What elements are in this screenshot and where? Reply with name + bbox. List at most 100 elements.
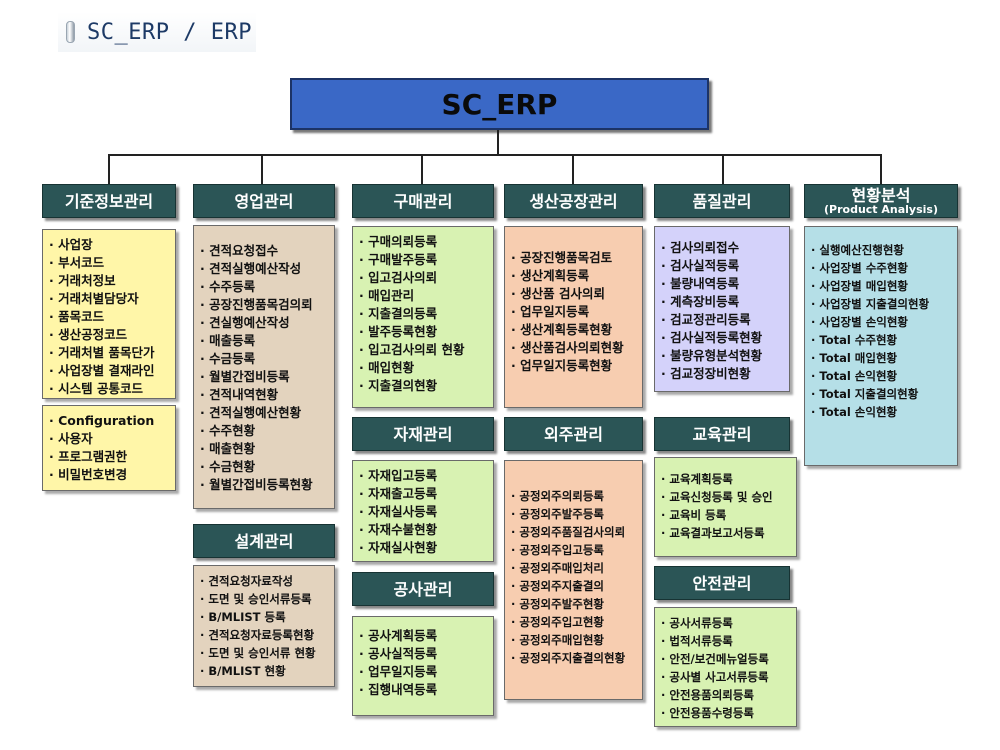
production-menu-item: · 업무일지등록 [511,304,590,319]
education-menu-item: · 교육비 등록 [661,508,727,522]
outsource-menu-item: · 공정외주입고현황 [511,615,605,629]
master-menu-item: · 거래처별 품목단가 [49,345,155,360]
outsource-menu-item: · 공정외주지출결의 [511,579,605,593]
outsource-menu-item: · 공정외주매입현황 [511,633,605,647]
header-material-label: 자재관리 [393,424,453,444]
quality-menu-item: · 불량내역등록 [661,276,740,291]
header-analysis-sublabel: (Product Analysis) [824,202,938,216]
safety-menu-item: · 공사별 사고서류등록 [661,670,769,684]
header-education: 교육관리 [654,417,790,451]
production-menu-item: · 공장진행품목검토 [511,250,613,265]
header-sales-label: 영업관리 [234,191,294,211]
system-menu-item: · Configuration [49,413,155,428]
header-education-label: 교육관리 [692,424,752,444]
header-production: 생산공장관리 [504,184,643,218]
list-outsource: · 공정외주의뢰등록· 공정외주발주등록· 공정외주품질검사의뢰· 공정외주입고… [504,460,643,700]
analysis-menu-item: · Total 손익현황 [811,369,898,383]
purchase-menu-item: · 구매의뢰등록 [359,234,438,249]
purchase-menu-item: · 입고검사의뢰 현황 [359,342,465,357]
master-menu-item: · 사업장 [49,237,93,252]
sales-menu-item: · 견적내역현황 [200,387,279,402]
logo-text: SC_ERP / ERP [87,19,252,45]
header-construction: 공사관리 [352,572,494,606]
quality-menu-item: · 계측장비등록 [661,294,740,309]
analysis-menu-item: · 사업장별 수주현황 [811,261,909,275]
quality-menu-item: · 검교정장비현황 [661,366,751,381]
header-safety-label: 안전관리 [692,573,752,593]
design-menu-item: · B/MLIST 현황 [200,664,286,678]
header-purchase-label: 구매관리 [393,191,453,211]
construction-menu-item: · 공사실적등록 [359,646,438,661]
header-production-label: 생산공장관리 [529,191,618,211]
education-menu-item: · 교육결과보고서등록 [661,526,765,540]
purchase-menu-item: · 입고검사의뢰 [359,270,438,285]
production-menu-item: · 생산품검사의뢰현황 [511,340,624,355]
list-education: · 교육계획등록· 교육신청등록 및 승인· 교육비 등록· 교육결과보고서등록 [654,457,797,557]
connector-drop-production [572,154,574,184]
master-menu-item: · 품목코드 [49,309,105,324]
list-quality: · 검사의뢰접수 · 검사실적등록 · 불량내역등록 · 계측장비등록 · 검교정관리등… [654,226,790,392]
analysis-menu-item: · Total 지출결의현황 [811,387,919,401]
safety-menu-item: · 공사서류등록 [661,616,733,630]
sales-menu-item: · 매출현황 [200,441,256,456]
design-menu-item: · 견적요청자료등록현황 [200,628,315,642]
master-menu-item: · 부서코드 [49,255,105,270]
sales-menu-item: · 견적실행예산현황 [200,405,302,420]
root-node: SC_ERP [290,78,709,130]
material-menu-item: · 자재실사현황 [359,540,438,555]
list-construction: · 공사계획등록· 공사실적등록· 업무일지등록· 집행내역등록 [352,616,494,716]
sales-menu-item: · 견적실행예산작성 [200,261,302,276]
master-menu-item: · 시스템 공통코드 [49,381,143,396]
analysis-menu-item: · 사업장별 지출결의현황 [811,297,930,311]
list-purchase: · 구매의뢰등록· 구매발주등록· 입고검사의뢰· 매입관리· 지출결의등록· … [352,226,494,408]
outsource-menu-item: · 공정외주매입처리 [511,561,605,575]
app-logo: SC_ERP / ERP [58,12,256,52]
header-master-label: 기준정보관리 [64,191,154,211]
analysis-menu-item: · 사업장별 손익현황 [811,315,909,329]
quality-menu-item: · 불량유형분석현황 [661,348,763,363]
outsource-menu-item: · 공정외주지출결의현황 [511,651,626,665]
header-outsource: 외주관리 [504,417,643,451]
connector-drop-quality [722,154,724,184]
header-purchase: 구매관리 [352,184,494,218]
purchase-menu-item: · 지출결의등록 [359,306,438,321]
header-safety: 안전관리 [654,566,790,600]
connector-drop-analysis [880,154,882,184]
safety-menu-item: · 안전/보건메뉴얼등록 [661,652,769,666]
sales-menu-item: · 월별간접비등록현황 [200,477,313,492]
design-menu-item: · 도면 및 승인서류 현황 [200,646,316,660]
outsource-menu-item: · 공정외주발주현황 [511,597,605,611]
header-analysis-label: 현황분석 [851,185,911,205]
outsource-menu-item: · 공정외주의뢰등록 [511,489,605,503]
header-quality-label: 품질관리 [692,191,752,211]
material-menu-item: · 자재실사등록 [359,504,438,519]
production-menu-item: · 생산품 검사의뢰 [511,286,605,301]
list-production: · 공장진행품목검토 · 생산계획등록 · 생산품 검사의뢰 · 업무일지등록 · 생산… [504,226,643,408]
design-menu-item: · 견적요청자료작성 [200,574,294,588]
quality-menu-item: · 검사의뢰접수 [661,240,740,255]
quality-menu-item: · 검사실적등록 [661,258,740,273]
header-quality: 품질관리 [654,184,790,218]
quality-menu-item: · 검교정관리등록 [661,312,751,327]
list-material: · 자재입고등록· 자재출고등록· 자재실사등록· 자재수불현황· 자재실사현황 [352,460,494,562]
safety-menu-item: · 법적서류등록 [661,634,733,648]
sales-menu-item: · 수주현황 [200,423,256,438]
production-menu-item: · 업무일지등록현황 [511,358,613,373]
quality-menu-item: · 검사실적등록현황 [661,330,763,345]
analysis-menu-item: · Total 손익현황 [811,405,898,419]
header-design: 설계관리 [193,524,335,558]
header-master: 기준정보관리 [42,184,176,218]
connector-horizontal-bus [108,154,882,156]
system-menu-item: · 사용자 [49,431,93,446]
list-safety: · 공사서류등록 · 법적서류등록 · 안전/보건메뉴얼등록 · 공사별 사고서류등록… [654,607,797,727]
sales-menu-item: · 수금등록 [200,351,256,366]
connector-root-stem [497,130,499,155]
sales-menu-item: · 수주등록 [200,279,256,294]
design-menu-item: · B/MLIST 등록 [200,610,286,624]
outsource-menu-item: · 공정외주입고등록 [511,543,605,557]
analysis-menu-item: · 실행예산진행현황 [811,243,905,257]
production-menu-item: · 생산계획등록 [511,268,590,283]
purchase-menu-item: · 매입현황 [359,360,415,375]
header-analysis: 현황분석 (Product Analysis) [804,184,958,218]
education-menu-item: · 교육신청등록 및 승인 [661,490,773,504]
